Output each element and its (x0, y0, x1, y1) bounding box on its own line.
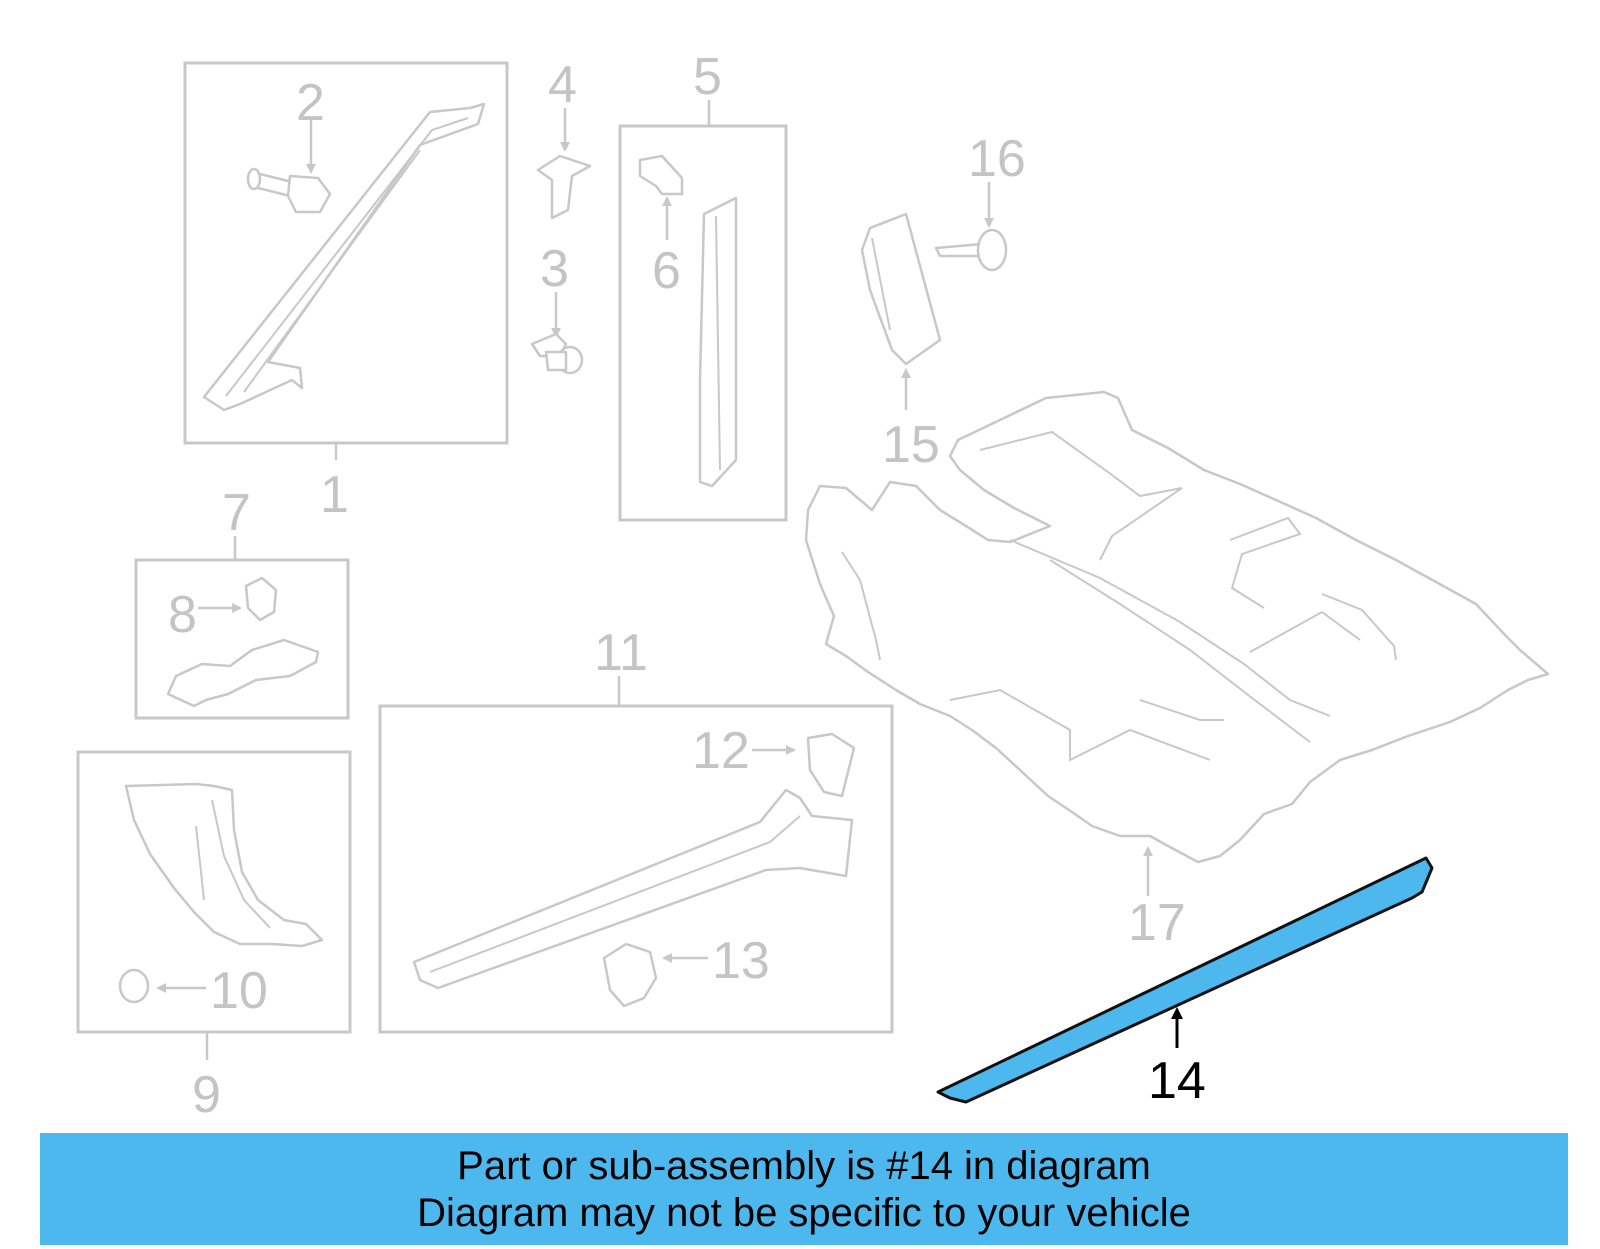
callout-2[interactable]: 2 (296, 74, 325, 132)
callout-17[interactable]: 17 (1128, 894, 1186, 952)
clip-6 (638, 154, 684, 196)
callout-5[interactable]: 5 (693, 48, 722, 106)
part-group-15-16: 15 16 (860, 130, 1026, 474)
callout-8[interactable]: 8 (168, 586, 197, 644)
part-group-9: 10 9 (76, 750, 352, 1124)
callout-1[interactable]: 1 (320, 466, 349, 524)
callout-16[interactable]: 16 (968, 130, 1026, 188)
part-group-17: 17 (804, 390, 1550, 952)
screw-icon (934, 228, 1008, 272)
footer-banner: Part or sub-assembly is #14 in diagram D… (40, 1133, 1568, 1245)
part-group-1: 1 2 (183, 61, 509, 524)
callout-13[interactable]: 13 (712, 932, 770, 990)
box-1 (183, 61, 509, 445)
box-7 (134, 558, 350, 720)
clip-10 (118, 968, 150, 1004)
callout-7[interactable]: 7 (222, 484, 251, 542)
box-5 (618, 124, 788, 522)
footer-line-1: Part or sub-assembly is #14 in diagram (457, 1144, 1151, 1188)
part-group-3-4: 4 3 (530, 56, 592, 375)
callout-14[interactable]: 14 (1148, 1052, 1206, 1110)
clip-4 (536, 154, 592, 220)
trim-panel-15 (860, 212, 942, 366)
part-group-7: 7 8 (134, 484, 350, 720)
clip-8 (244, 576, 278, 622)
bracket-7 (166, 638, 320, 708)
box-11 (378, 704, 894, 1034)
callout-11[interactable]: 11 (594, 624, 648, 682)
kick-panel (124, 782, 324, 948)
callout-3[interactable]: 3 (540, 240, 569, 298)
callout-9[interactable]: 9 (192, 1066, 221, 1124)
callout-10[interactable]: 10 (210, 962, 268, 1020)
part-group-14[interactable]: 14 (936, 856, 1434, 1110)
part-group-5: 5 6 (618, 48, 788, 522)
footer-line-2: Diagram may not be specific to your vehi… (417, 1191, 1191, 1235)
callout-4[interactable]: 4 (548, 56, 577, 114)
callout-12[interactable]: 12 (692, 722, 750, 780)
a-pillar-trim (202, 102, 486, 412)
clip-12 (806, 732, 856, 798)
sill-plate-14[interactable] (936, 856, 1434, 1104)
callout-6[interactable]: 6 (652, 242, 681, 300)
floor-carpet (804, 390, 1550, 864)
bolt-icon (246, 167, 332, 214)
inner-scuff-plate (412, 788, 854, 990)
box-9 (76, 750, 352, 1034)
part-group-11: 11 12 13 (378, 624, 894, 1034)
clip-13 (602, 942, 658, 1008)
clip-3 (530, 332, 584, 375)
callout-15[interactable]: 15 (882, 416, 940, 474)
